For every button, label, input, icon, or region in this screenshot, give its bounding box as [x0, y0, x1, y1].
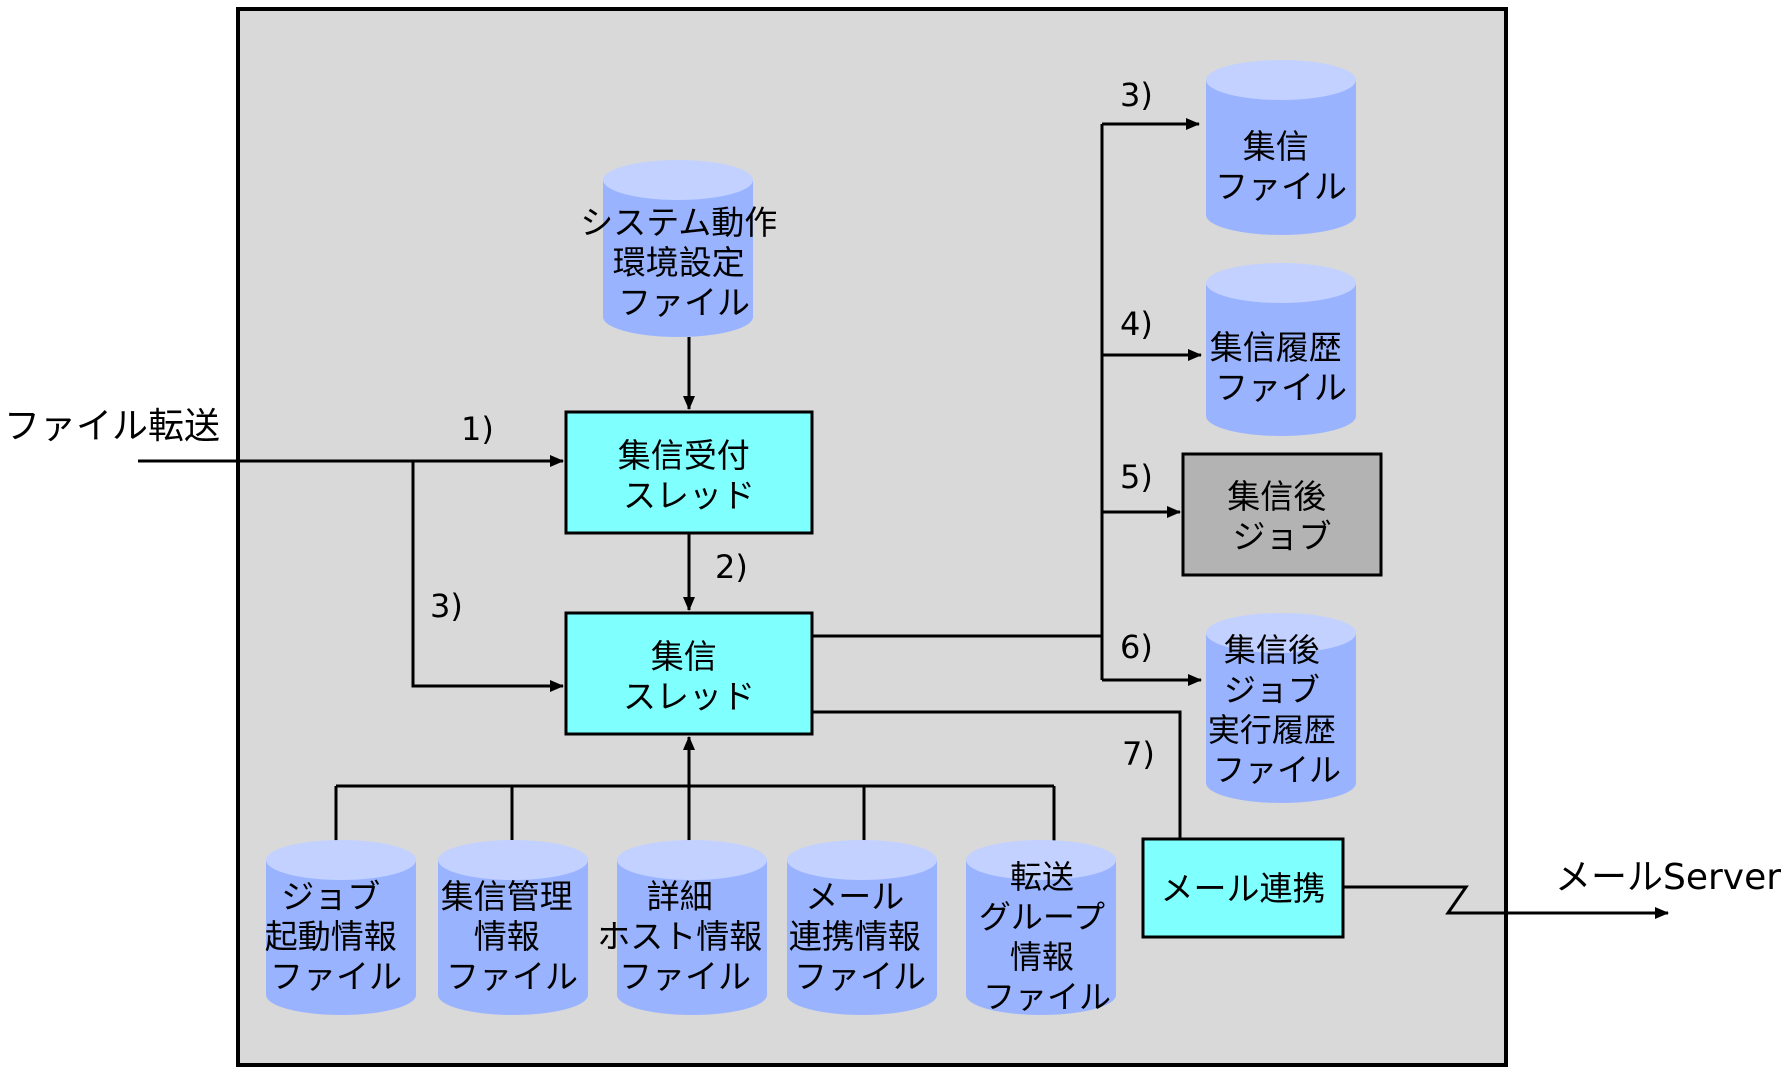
arrow-mail-server: [1343, 885, 1669, 919]
collect-file-label: 集信 ファイル: [1215, 127, 1347, 206]
mail-link-info-db: [787, 840, 937, 1015]
mail-link-box: [1141, 837, 1345, 939]
collect-thread-box: [564, 611, 814, 736]
job-start-info-db: [266, 840, 416, 1015]
step-label-7: 7): [1122, 735, 1155, 773]
receive-thread-box: [564, 410, 814, 535]
post-job-box: [1181, 452, 1383, 577]
step-label-1: 1): [461, 410, 494, 448]
collect-mgmt-info-label: 集信管理 情報 ファイル: [441, 877, 584, 996]
collect-thread-label: 集信 スレッド: [623, 637, 755, 716]
post-job-label: 集信後 ジョブ: [1227, 477, 1337, 556]
mail-link-info-label: メール 連携情報 ファイル: [789, 877, 932, 996]
system-env-file-db: [603, 160, 753, 337]
collect-file-db: [1206, 60, 1356, 235]
receive-thread-label: 集信受付 スレッド: [618, 436, 761, 515]
step-label-6: 6): [1120, 628, 1153, 666]
detail-host-info-label: 詳細 ホスト情報 ファイル: [597, 877, 773, 996]
job-start-info-label: ジョブ 起動情報 ファイル: [265, 877, 408, 996]
step-label-2: 2): [715, 548, 748, 586]
line-7: [812, 710, 1182, 839]
collect-history-label: 集信履歴 ファイル: [1210, 328, 1353, 407]
transfer-group-info-label: 転送 グループ 情報 ファイル: [979, 858, 1115, 1016]
system-env-file-label: システム動作 環境設定 ファイル: [580, 203, 788, 322]
step-label-3-right: 3): [1120, 76, 1153, 114]
collect-history-db: [1206, 263, 1356, 436]
arrow-3-left: [411, 461, 564, 692]
step-label-4: 4): [1120, 305, 1153, 343]
step-label-3-left: 3): [430, 587, 463, 625]
transfer-group-info-db: [966, 840, 1116, 1015]
mail-server-label: メールServer: [1555, 857, 1781, 898]
file-transfer-label: ファイル転送: [4, 406, 220, 447]
step-label-5: 5): [1120, 458, 1153, 496]
post-job-history-label: 集信後 ジョブ 実行履歴 ファイル: [1208, 631, 1346, 789]
post-job-history-db: [1206, 613, 1356, 803]
detail-host-info-db: [617, 840, 767, 1015]
mail-link-label: メール連携: [1161, 869, 1326, 908]
collect-mgmt-info-db: [438, 840, 588, 1015]
